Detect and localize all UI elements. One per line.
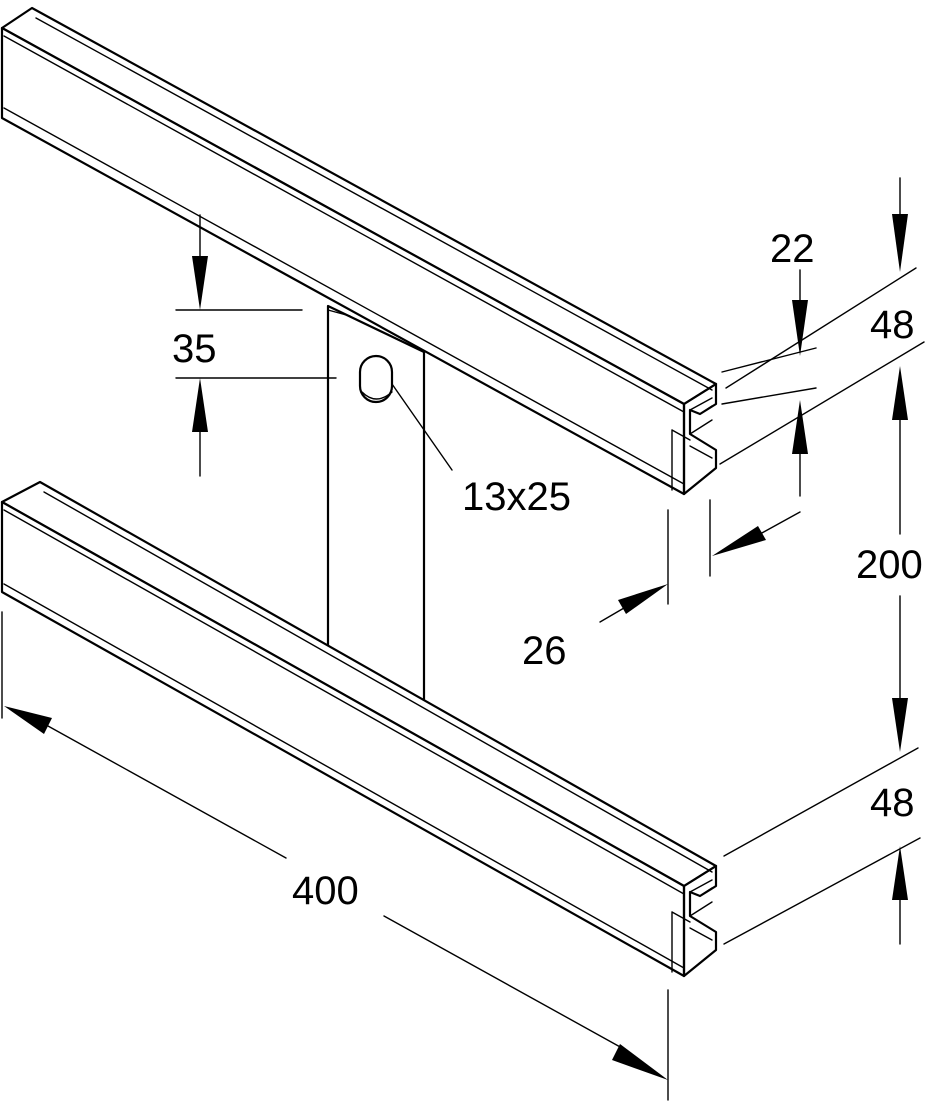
dim-400: 400 xyxy=(1,611,669,1101)
dim-48-lower-label: 48 xyxy=(870,781,915,825)
dim-22: 22 xyxy=(721,227,817,497)
dim-26-label: 26 xyxy=(522,629,567,673)
dim-200-label: 200 xyxy=(856,543,923,587)
lower-channel xyxy=(0,480,718,978)
dim-400-label: 400 xyxy=(292,869,359,913)
upper-channel xyxy=(0,6,718,496)
dim-35: 35 xyxy=(172,214,337,477)
dim-48-upper: 48 xyxy=(719,177,925,465)
dim-35-label: 35 xyxy=(172,327,217,371)
dim-26: 26 xyxy=(522,499,801,673)
dim-48-upper-label: 48 xyxy=(870,303,915,347)
slotted-hole xyxy=(358,354,394,404)
dim-48-lower: 48 xyxy=(723,747,921,945)
dim-13x25: 13x25 xyxy=(391,383,571,519)
dim-13x25-label: 13x25 xyxy=(462,475,571,519)
dim-200: 200 xyxy=(856,366,923,752)
dim-22-label: 22 xyxy=(770,227,815,271)
